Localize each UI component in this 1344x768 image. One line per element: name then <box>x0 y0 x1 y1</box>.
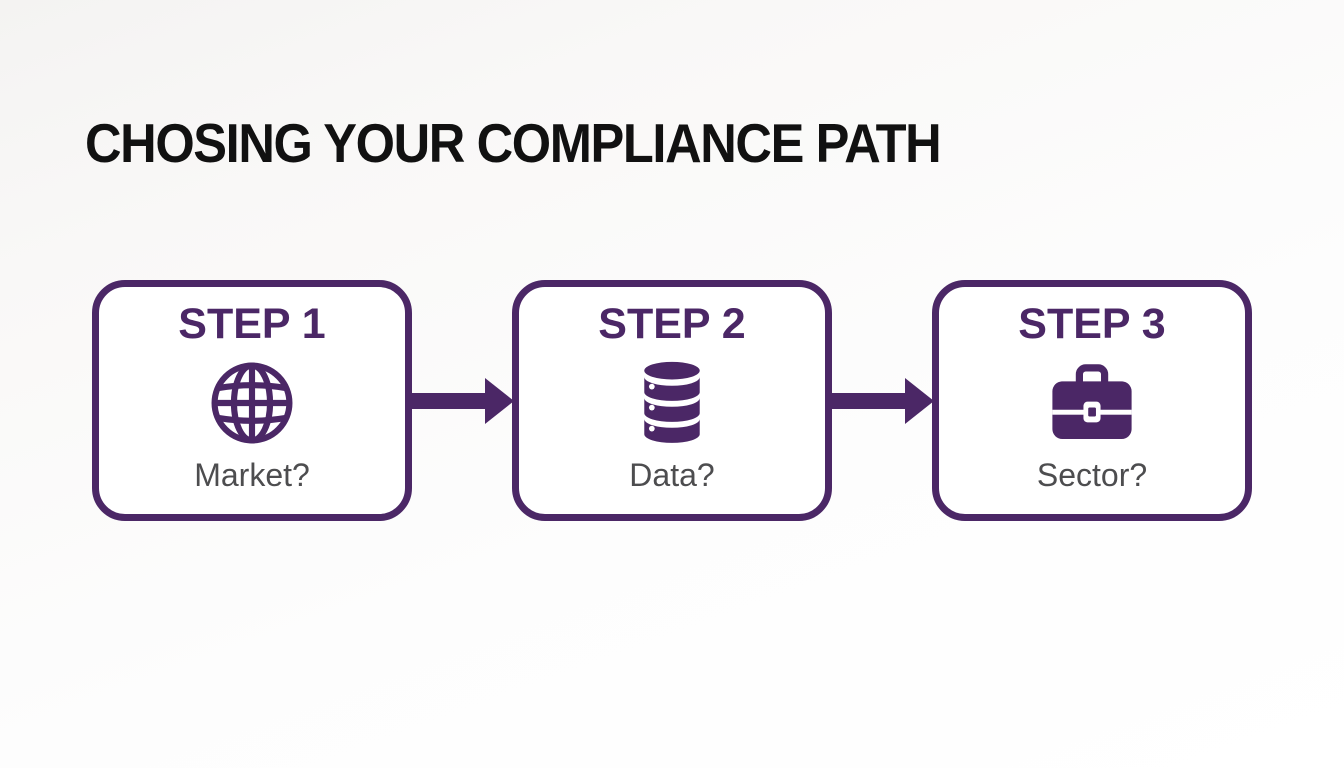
arrow-right-icon <box>410 377 514 424</box>
step-heading: STEP 2 <box>598 300 746 348</box>
briefcase-icon <box>1047 358 1137 448</box>
step-question: Sector? <box>1036 457 1148 493</box>
step-question: Market? <box>194 457 310 493</box>
page-title: CHOSING YOUR COMPLIANCE PATH <box>85 112 942 174</box>
arrow-head <box>485 377 514 424</box>
database-icon <box>634 358 710 448</box>
step-question: Data? <box>629 457 715 493</box>
arrow-right-icon <box>830 377 934 424</box>
globe-icon <box>208 358 296 448</box>
step-card-3: STEP 3 Sector? <box>932 280 1252 521</box>
step-heading: STEP 1 <box>178 300 326 348</box>
step-card-2: STEP 2 Data? <box>512 280 832 521</box>
flow-diagram: STEP 1 Market? STEP 2 <box>0 280 1344 521</box>
arrow-head <box>905 377 934 424</box>
arrow-shaft <box>830 392 905 409</box>
step-heading: STEP 3 <box>1018 300 1166 348</box>
step-card-1: STEP 1 Market? <box>92 280 412 521</box>
arrow-shaft <box>410 392 485 409</box>
